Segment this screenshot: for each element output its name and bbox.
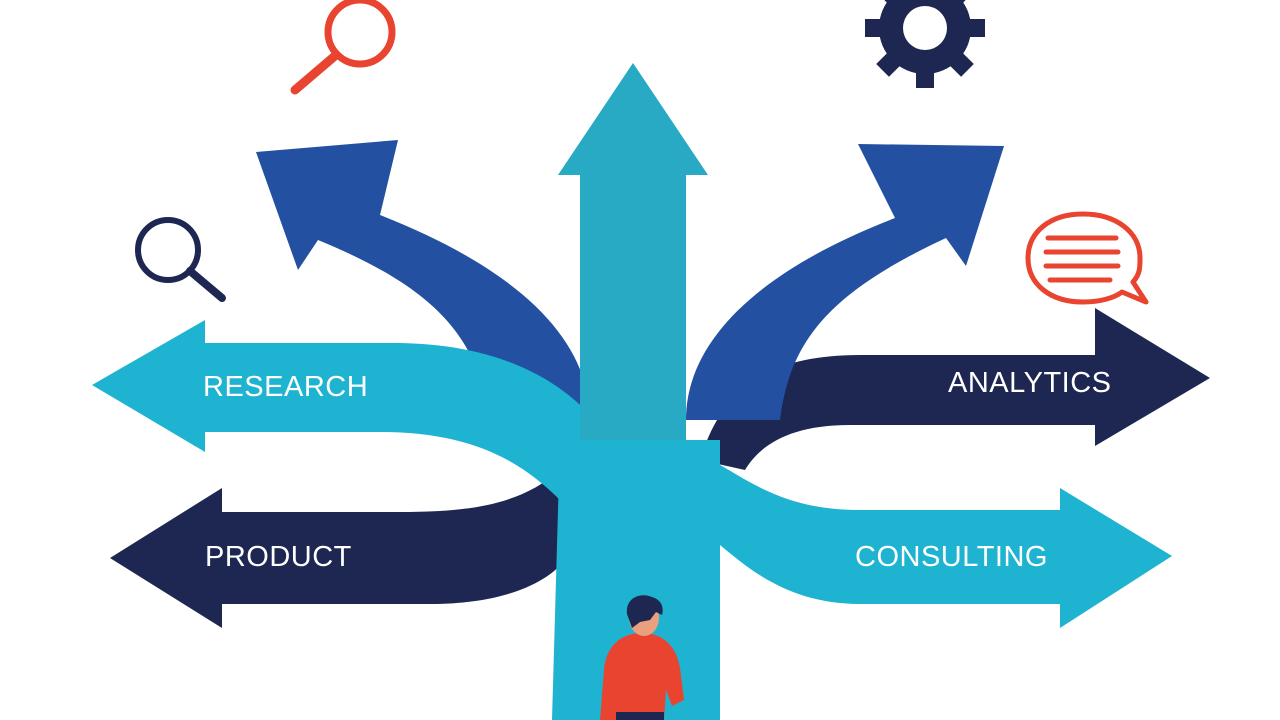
research-label: RESEARCH: [203, 371, 368, 403]
product-label: PRODUCT: [205, 541, 352, 573]
consulting-arrow: [690, 450, 1172, 628]
research-arrow: [92, 320, 610, 500]
analytics-arrow: [700, 308, 1210, 470]
person-figure: [600, 595, 684, 720]
up-left-arrow: [256, 140, 590, 420]
up-right-arrow: [686, 144, 1004, 420]
consulting-label: CONSULTING: [855, 541, 1048, 573]
product-arrow: [110, 470, 565, 628]
speech-bubble-icon: [1025, 211, 1149, 305]
magnifier-icon: [135, 217, 226, 302]
analytics-label: ANALYTICS: [948, 367, 1112, 399]
gear-icon: [865, 0, 985, 88]
center-trunk-arrow: [552, 63, 720, 720]
magnifier-icon: [290, 0, 396, 95]
